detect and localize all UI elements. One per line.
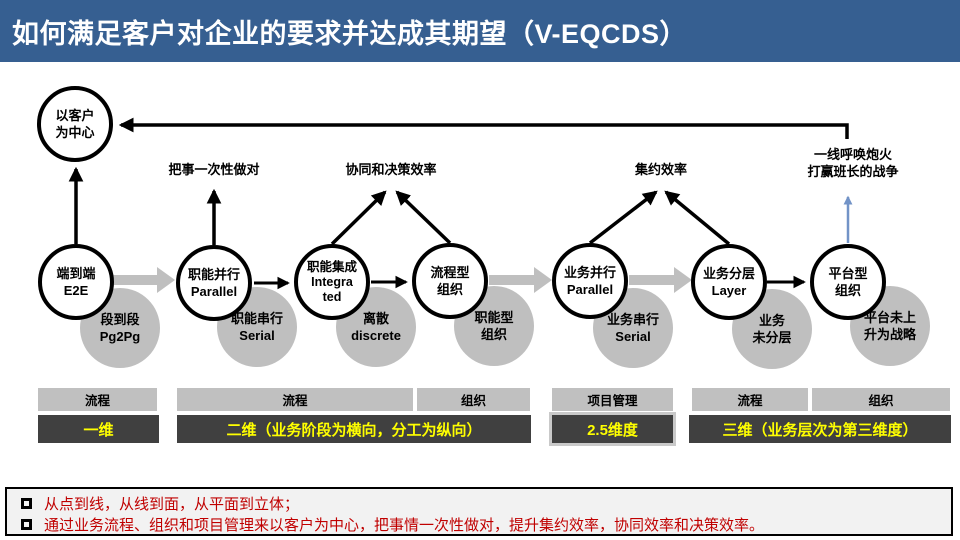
bar-g4-dimension: 三维（业务层次为第三维度） bbox=[689, 415, 951, 443]
bar-g2-dimension: 二维（业务阶段为横向，分工为纵向） bbox=[177, 415, 531, 443]
arrow-feedback-to-customer bbox=[118, 117, 849, 139]
square-bullet-icon bbox=[21, 519, 32, 530]
summary-notes-box: 从点到线，从线到面，从平面到立体； 通过业务流程、组织和项目管理来以客户为中心，… bbox=[5, 487, 953, 536]
thick-arrow-processorg-to-bizparallel bbox=[489, 267, 552, 293]
process-evolution-diagram: 段到段 Pg2Pg 职能串行 Serial 离散 discrete 职能型 组织… bbox=[0, 62, 960, 482]
label-intensive-efficiency: 集约效率 bbox=[634, 162, 687, 177]
bar-g1-dimension: 一维 bbox=[38, 415, 159, 443]
arrow-bizparallel-to-intensive bbox=[588, 190, 658, 245]
arrow-integrated-to-collab bbox=[330, 190, 387, 246]
thick-arrow-e2e-to-funcparallel bbox=[113, 267, 175, 293]
note-item: 通过业务流程、组织和项目管理来以客户为中心，把事情一次性做对，提升集约效率，协同… bbox=[21, 514, 951, 535]
node-e2e: 端到端 E2E bbox=[38, 244, 114, 320]
node-process-org: 流程型 组织 bbox=[412, 243, 488, 319]
bar-g3-project-mgmt: 项目管理 bbox=[552, 388, 673, 411]
bar-g2-organization: 组织 bbox=[417, 388, 530, 411]
bar-g3-dimension: 2.5维度 bbox=[549, 412, 676, 446]
label-collab-decision-efficiency: 协同和决策效率 bbox=[345, 162, 437, 177]
diagram-arrows-layer bbox=[68, 117, 853, 293]
node-customer-centric: 以客户 为中心 bbox=[37, 86, 113, 162]
node-biz-parallel: 业务并行 Parallel bbox=[552, 243, 628, 319]
node-func-integrated: 职能集成 Integra ted bbox=[294, 244, 370, 320]
thick-arrow-bizparallel-to-bizlayer bbox=[629, 267, 692, 293]
node-biz-layer: 业务分层 Layer bbox=[691, 244, 767, 320]
label-frontline-war: 一线呼唤炮火 打赢班长的战争 bbox=[807, 147, 899, 179]
bar-g4-organization: 组织 bbox=[812, 388, 950, 411]
bar-g1-process: 流程 bbox=[38, 388, 157, 411]
bar-g2-process: 流程 bbox=[177, 388, 413, 411]
arrow-processorg-to-collab bbox=[395, 190, 452, 245]
bar-g4-process: 流程 bbox=[692, 388, 808, 411]
square-bullet-icon bbox=[21, 498, 32, 509]
note-text: 通过业务流程、组织和项目管理来以客户为中心，把事情一次性做对，提升集约效率，协同… bbox=[44, 517, 765, 534]
page-title: 如何满足客户对企业的要求并达成其期望（V-EQCDS） bbox=[12, 18, 688, 49]
note-item: 从点到线，从线到面，从平面到立体； bbox=[21, 493, 951, 514]
header-bar: 如何满足客户对企业的要求并达成其期望（V-EQCDS） bbox=[0, 0, 960, 62]
note-text: 从点到线，从线到面，从平面到立体； bbox=[44, 496, 300, 513]
label-first-time-right: 把事一次性做对 bbox=[168, 162, 260, 177]
node-platform-org: 平台型 组织 bbox=[810, 244, 886, 320]
node-pg2pg: 段到段 Pg2Pg bbox=[80, 288, 160, 368]
arrow-bizlayer-to-intensive bbox=[664, 190, 731, 246]
node-func-parallel: 职能并行 Parallel bbox=[176, 245, 252, 321]
